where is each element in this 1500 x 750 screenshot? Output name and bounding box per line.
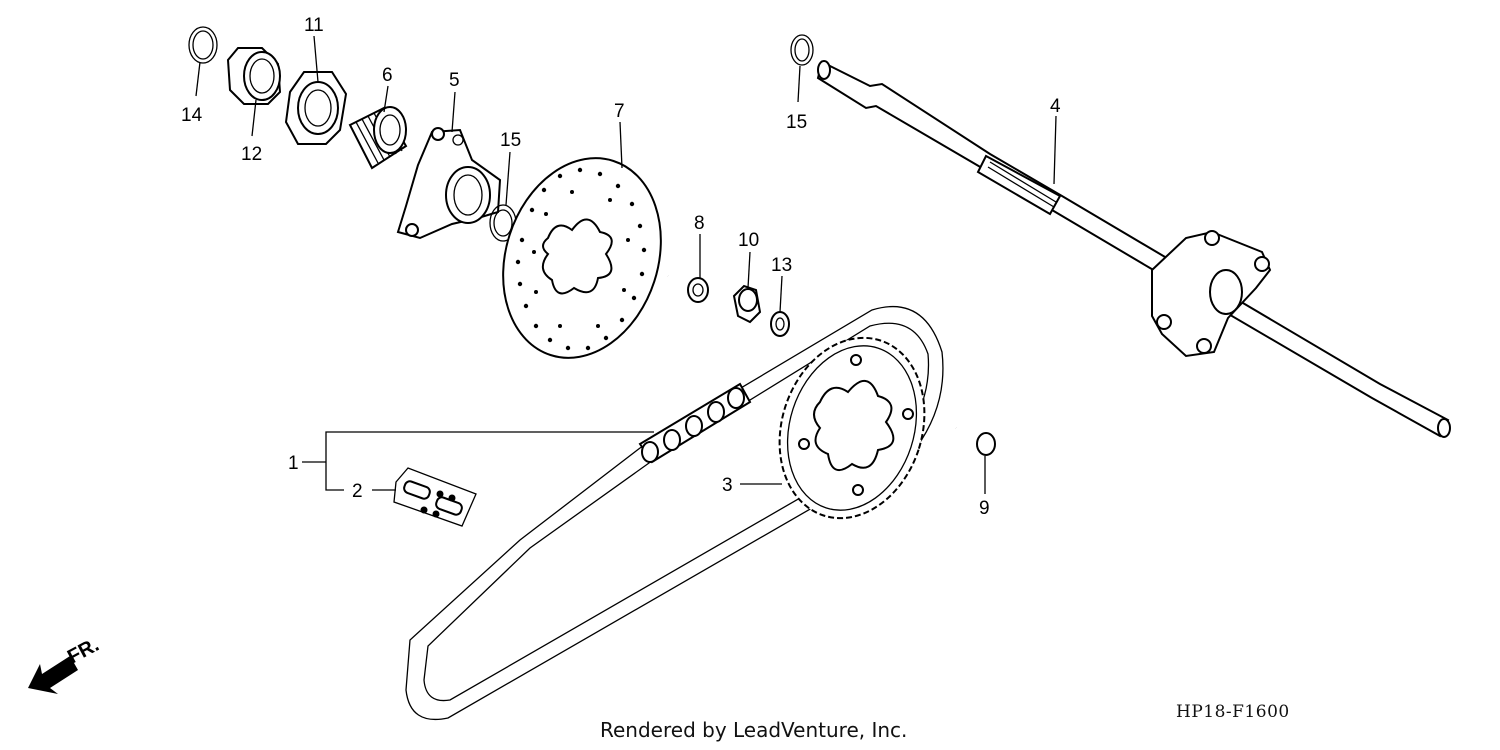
part-11-hex-nut[interactable] [284, 71, 348, 145]
footer-credit: Rendered by LeadVenture, Inc. [600, 718, 908, 742]
callout-6: 6 [382, 65, 393, 86]
part-14-snap-ring[interactable] [188, 26, 218, 64]
callout-5: 5 [449, 70, 460, 91]
part-5-bearing-holder[interactable] [396, 127, 502, 240]
callout-9: 9 [979, 498, 990, 519]
leader-lines [195, 35, 1057, 494]
callout-1: 1 [288, 453, 299, 474]
callout-13: 13 [771, 255, 792, 276]
callout-15-left: 15 [500, 130, 521, 151]
callout-10: 10 [738, 230, 759, 251]
callout-15-right: 15 [786, 112, 807, 133]
part-4-rear-axle[interactable] [816, 60, 1451, 438]
part-13-washer[interactable] [770, 311, 790, 337]
part-8-flange-bolt[interactable] [667, 274, 709, 303]
diagram-code: HP18-F1600 [1176, 702, 1290, 722]
callout-7: 7 [614, 101, 625, 122]
disc-vent-holes [515, 167, 647, 351]
callout-12: 12 [241, 144, 262, 165]
part-3-driven-sprocket[interactable] [757, 319, 947, 537]
callout-11: 11 [304, 15, 324, 36]
callout-14: 14 [181, 105, 203, 126]
part-9-bolt[interactable] [955, 426, 996, 456]
chain-link-section [638, 382, 752, 464]
part-7-brake-disc[interactable] [478, 138, 686, 379]
front-direction-indicator: FR. [28, 634, 103, 694]
part-15-o-ring-right[interactable] [790, 34, 814, 66]
part-2-master-link[interactable] [393, 467, 477, 527]
callout-labels: 14 12 11 6 5 15 7 8 10 13 15 4 1 2 3 9 [181, 15, 1061, 519]
callout-4: 4 [1050, 96, 1061, 117]
part-10-flange-nut[interactable] [732, 284, 762, 324]
callout-3: 3 [722, 475, 733, 496]
callout-8: 8 [694, 213, 705, 234]
part-6-collar[interactable] [348, 106, 408, 170]
front-arrow-icon [28, 656, 78, 694]
part-12-lock-nut[interactable] [226, 47, 282, 105]
callout-2: 2 [352, 481, 363, 502]
